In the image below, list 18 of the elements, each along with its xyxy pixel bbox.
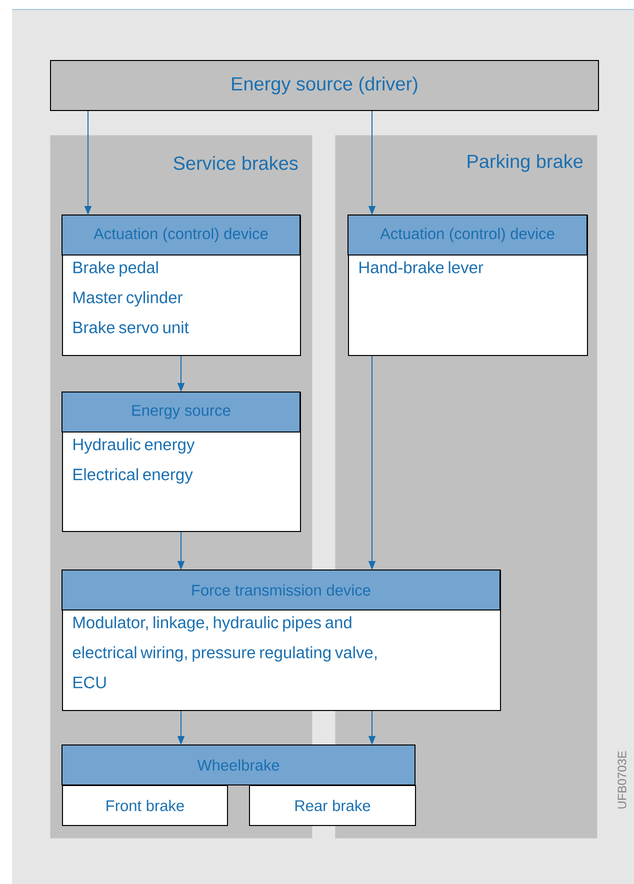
panel-title: Parking brake <box>468 154 583 172</box>
body-text: Brake pedal <box>74 261 158 277</box>
source-box: Energy source (driver) <box>50 60 599 111</box>
header-bar: Force transmission device <box>62 570 500 610</box>
brake-box: Rear brake <box>249 785 416 826</box>
panel-title: Service brakes <box>174 156 298 170</box>
body-text: Electrical energy <box>74 468 193 484</box>
body-text: Master cylinder <box>74 291 182 307</box>
header-bar: Actuation (control) device <box>62 214 300 256</box>
body-text: Hand-brake lever <box>360 261 484 274</box>
body-text: Hydraulic energy <box>74 438 195 454</box>
body-text: Brake servo unit <box>74 321 189 334</box>
figure-code: UFB0703E <box>618 751 626 808</box>
header-bar: Energy source <box>62 392 300 432</box>
header-bar: Wheelbrake <box>62 744 416 786</box>
header-bar: Actuation (control) device <box>348 214 588 256</box>
body-text: Modulator, linkage, hydraulic pipes and electrical wiring, pressure regulating valve, ECU <box>72 616 377 688</box>
brake-box: Front brake <box>62 785 228 826</box>
